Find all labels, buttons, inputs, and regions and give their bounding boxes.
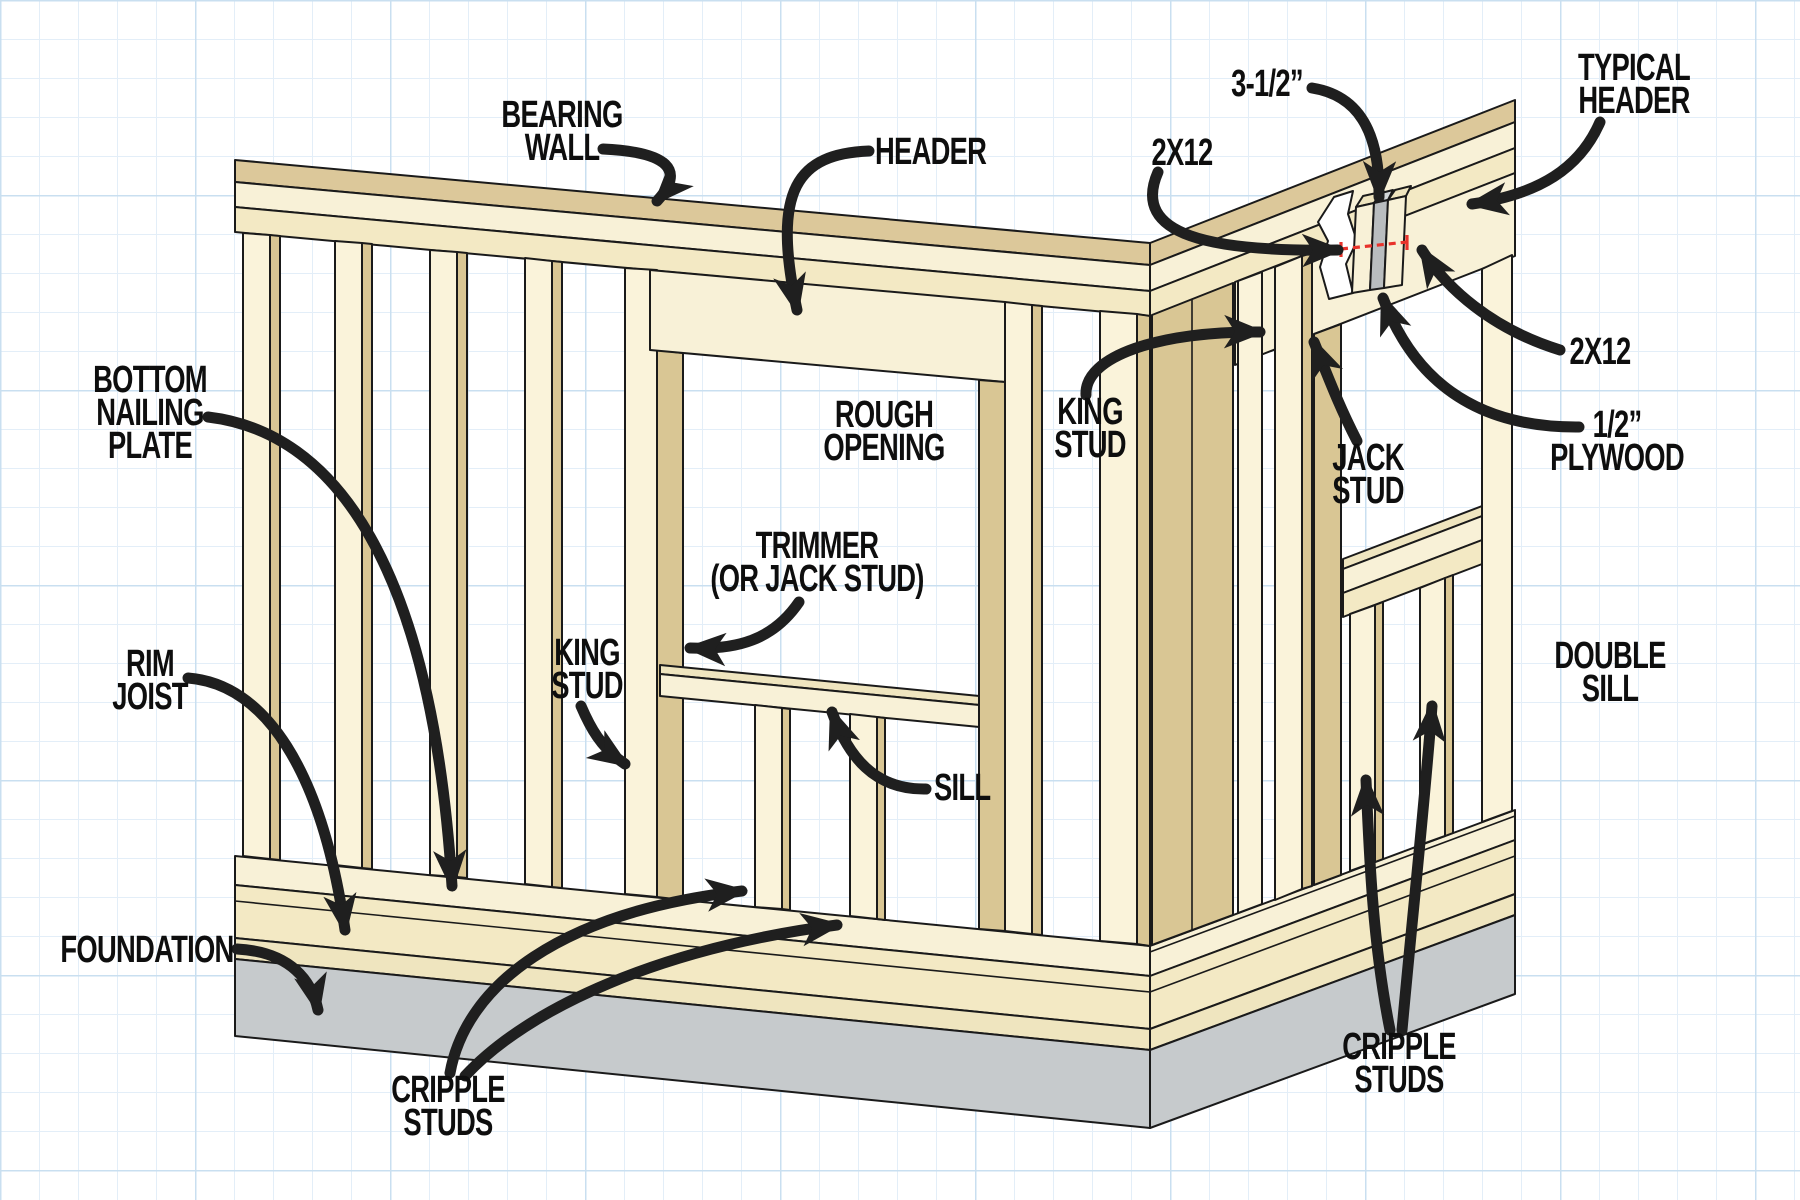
arrow-header [773,145,875,316]
arrow-king-stud-right [1080,314,1266,401]
trimmer-jack-stud [656,349,684,901]
jack-stud [1313,323,1342,886]
arrow-cripple-left-1 [444,878,748,1079]
arrow-3-1-2 [1306,82,1397,203]
arrow-2x12-right [1416,244,1566,356]
arrow-foundation [231,943,327,1016]
label-2x12-left: 2X12 [1151,132,1213,174]
arrow-cripple-left-2 [459,913,843,1082]
arrow-bearing-wall [597,143,694,207]
arrow-half-plywood [1377,292,1585,433]
label-3-1-2: 3-1/2” [1231,63,1303,105]
king-stud-right-of-opening [1004,301,1033,935]
arrow-jack-stud [1308,336,1363,447]
cripple-stud [849,713,878,920]
arrow-king-stud-left [575,700,631,770]
king-stud-left [624,267,658,898]
label-trimmer: TRIMMER(OR JACK STUD) [710,525,924,600]
cripple-stud [754,704,783,910]
arrow-cripple-right-2 [1396,700,1447,1036]
label-2x12-right: 2X12 [1569,331,1631,373]
label-header: HEADER [875,131,987,173]
arrow-bottom-nailing-plate [202,411,467,892]
arrow-2x12-left [1147,166,1344,268]
label-half-plywood: 1/2”PLYWOOD [1550,404,1685,479]
king-stud-right-wall [1274,255,1303,901]
end-stud [1481,254,1513,823]
header-cutaway-detail [1317,185,1412,300]
arrow-typical-header [1466,116,1606,216]
arrow-cripple-right-1 [1350,774,1396,1036]
annotation-arrows [182,82,1606,1082]
arrow-rim-joist [182,672,357,936]
arrow-trimmer [684,596,805,667]
trimmer-right [978,379,1006,932]
arrow-sill [826,706,932,795]
label-foundation: FOUNDATION [60,929,234,971]
label-sill: SILL [934,767,991,809]
